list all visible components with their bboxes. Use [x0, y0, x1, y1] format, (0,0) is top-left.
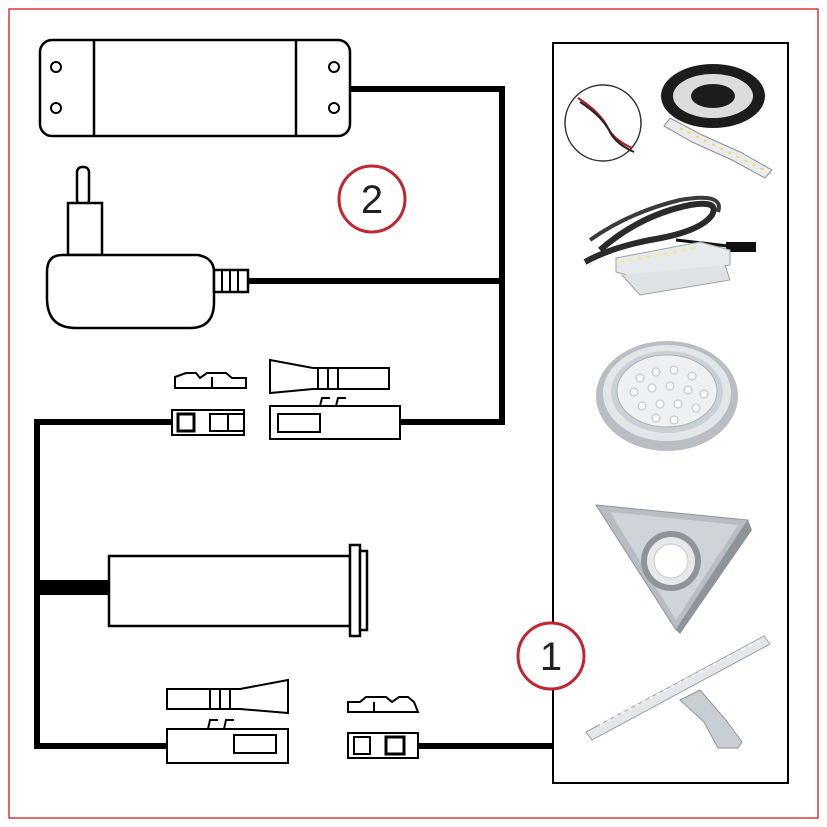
connector-female-upper-side — [269, 397, 401, 440]
connector-female-upper — [269, 358, 390, 395]
connector-male-upper — [174, 372, 247, 389]
connector-male-lower — [347, 696, 420, 713]
led-strip — [564, 64, 773, 179]
sensor-switch — [107, 543, 369, 638]
cabinet-bar-light — [585, 635, 771, 749]
wire-transformer — [350, 86, 505, 425]
marker-2: 2 — [337, 164, 407, 234]
round-puck-light — [596, 341, 738, 451]
marker-1-label: 1 — [540, 635, 562, 679]
sensor-cable — [37, 580, 109, 595]
connector-male-lower-side — [347, 732, 419, 759]
marker-2-label: 2 — [361, 178, 383, 222]
connector-male-upper-side — [171, 409, 245, 436]
led-bar-cable — [583, 195, 756, 296]
marker-1: 1 — [516, 621, 586, 691]
connector-female-lower-side — [166, 719, 289, 764]
transformer-box — [38, 38, 352, 138]
connector-female-lower — [166, 678, 289, 715]
triangle-light — [595, 504, 752, 634]
plug-adapter — [45, 165, 250, 330]
diagram-frame — [8, 8, 819, 819]
